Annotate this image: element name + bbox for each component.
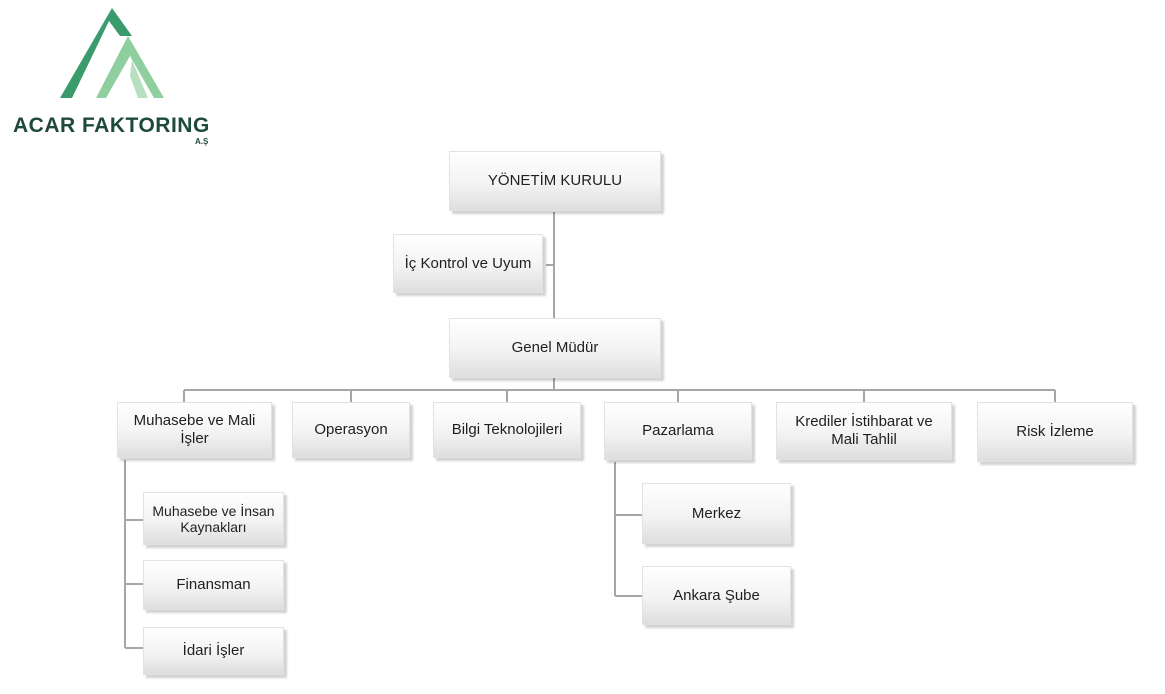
internal-control-node: İç Kontrol ve Uyum (393, 234, 543, 293)
logo-suffix: A.Ş (195, 137, 209, 146)
company-logo: ACAR FAKTORING A.Ş (8, 6, 218, 146)
department-node-operations: Operasyon (292, 402, 410, 458)
department-node-accounting: Muhasebe ve Mali İşler (117, 402, 272, 458)
logo-mark-icon (60, 8, 164, 98)
department-node-marketing: Pazarlama (604, 402, 752, 460)
unit-node-accounting-hr: Muhasebe ve İnsan Kaynakları (143, 492, 284, 545)
logo-name: ACAR FAKTORING (13, 114, 210, 137)
department-node-credits: Krediler İstihbarat ve Mali Tahlil (776, 402, 952, 460)
board-node: YÖNETİM KURULU (449, 151, 661, 211)
general-manager-node: Genel Müdür (449, 318, 661, 378)
unit-node-ankara-branch: Ankara Şube (642, 566, 791, 625)
unit-node-finance: Finansman (143, 560, 284, 610)
department-node-it: Bilgi Teknolojileri (433, 402, 581, 458)
unit-node-admin: İdari İşler (143, 627, 284, 675)
department-node-risk: Risk İzleme (977, 402, 1133, 462)
unit-node-headquarters: Merkez (642, 483, 791, 544)
